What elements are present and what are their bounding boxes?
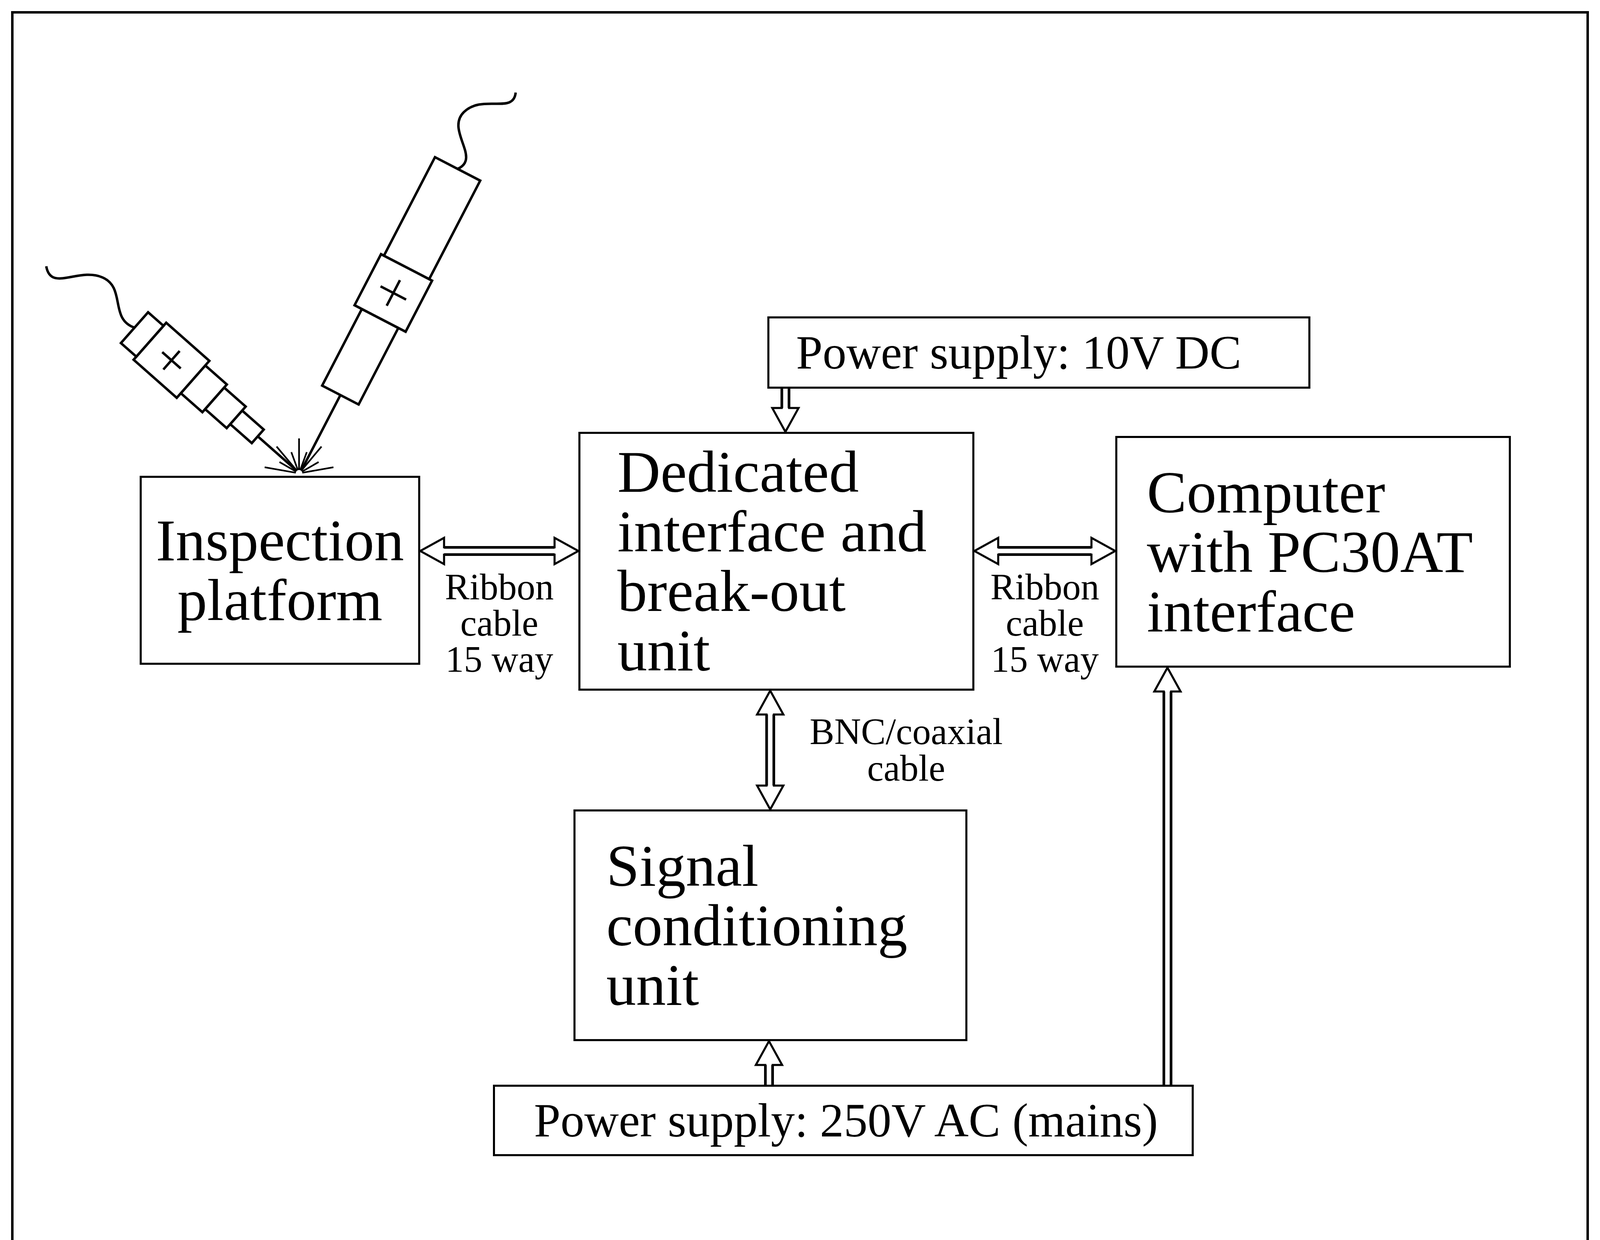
arrowhead-fill [974, 537, 999, 565]
connector-inner [766, 1063, 772, 1085]
double-line-arrow [420, 537, 579, 565]
arrowhead-fill [1091, 537, 1116, 565]
interface-box: Dedicated interface and break-out unit [578, 431, 975, 691]
arrowhead-fill [420, 537, 445, 565]
double-line-arrow [772, 388, 799, 432]
arrowhead-fill [755, 1040, 783, 1065]
cable-label: Ribbon cable 15 way [983, 567, 1108, 680]
arrowhead [1154, 667, 1181, 692]
connector-inner [442, 548, 557, 554]
connector-inner [783, 388, 788, 410]
arrowhead [1091, 537, 1116, 565]
double-line-arrow [974, 537, 1116, 565]
double-line-arrow [755, 1040, 783, 1085]
arrowhead [757, 690, 784, 715]
platform-box: Inspection platform [139, 475, 421, 665]
spark-stroke [298, 438, 300, 470]
mains-supply-box: Power supply: 250V AC (mains) [492, 1084, 1194, 1156]
power-supply-box: Power supply: 10V DC [767, 316, 1311, 389]
box-label: Computer with PC30AT interface [1146, 462, 1480, 642]
arrowhead [554, 537, 579, 565]
double-line-arrow [1154, 667, 1181, 1085]
arrowhead [755, 1040, 783, 1065]
connector-outer [1162, 689, 1173, 1085]
probe-right [276, 71, 527, 483]
connector-outer [996, 545, 1094, 556]
box-label: Power supply: 250V AC (mains) [534, 1096, 1158, 1145]
connector-outer [780, 388, 791, 410]
double-line-arrow [757, 690, 784, 810]
connector-outer [764, 1063, 774, 1085]
spark-stroke [302, 467, 334, 473]
probe-left [38, 238, 313, 489]
connector-inner [996, 548, 1094, 554]
connector-outer [442, 545, 557, 556]
arrowhead [974, 537, 999, 565]
box-label: Dedicated interface and break-out unit [617, 442, 934, 681]
cable-label: BNC/coaxial cable [788, 711, 1024, 788]
arrowhead [772, 407, 799, 432]
arrowhead-fill [1154, 667, 1181, 692]
box-label: Inspection platform [154, 510, 406, 630]
arrowhead-fill [554, 537, 579, 565]
conditioning-box: Signal conditioning unit [573, 809, 968, 1041]
computer-box: Computer with PC30AT interface [1115, 435, 1511, 668]
box-label: Signal conditioning unit [606, 835, 935, 1015]
arrowhead-fill [757, 690, 784, 715]
connector-inner [768, 712, 773, 788]
box-label: Power supply: 10V DC [796, 328, 1242, 377]
laser-spark [264, 438, 334, 473]
cable-label: Ribbon cable 15 way [437, 567, 562, 680]
arrowhead [420, 537, 445, 565]
arrowhead-fill [757, 785, 784, 810]
connector-outer [765, 712, 776, 788]
outer-frame [12, 12, 1588, 1240]
arrowhead [757, 785, 784, 810]
arrowhead-fill [772, 407, 799, 432]
spark-stroke [291, 451, 298, 470]
connector-inner [1165, 689, 1170, 1085]
